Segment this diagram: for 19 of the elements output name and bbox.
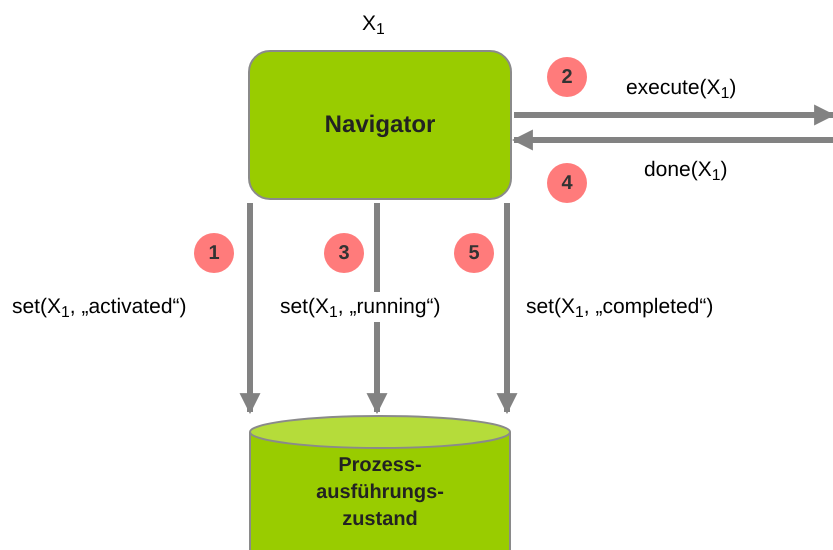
arrow	[514, 104, 833, 126]
node-label: Navigator	[324, 110, 436, 140]
step-number: 2	[547, 57, 587, 97]
node-label: Prozess- ausführungs- zustand	[315, 453, 445, 532]
edge-label: set(X$_{1}$, „completed“)	[525, 294, 714, 322]
edge-label: done(X$_{1}$)	[643, 157, 728, 185]
arrow	[240, 203, 260, 414]
arrow	[496, 203, 518, 414]
arrow	[366, 203, 388, 414]
step-number: 5	[454, 233, 494, 273]
edge-label: set(X$_{1}$, „activated“)	[11, 294, 188, 322]
arrow	[512, 130, 833, 150]
edge-label: execute(X$_{1}$)	[625, 75, 738, 103]
database-cylinder	[248, 414, 512, 550]
node-caption: X$_{1}$	[362, 11, 385, 40]
step-number: 1	[194, 233, 234, 273]
step-number: 4	[547, 163, 587, 203]
step-number: 3	[324, 233, 364, 273]
process-box	[248, 50, 512, 200]
